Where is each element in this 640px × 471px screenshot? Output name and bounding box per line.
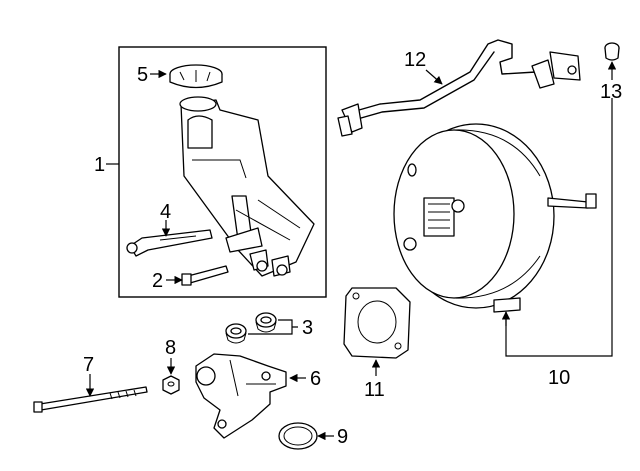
leader-3: [248, 319, 298, 335]
callout-1: 1: [94, 154, 105, 176]
check-valve-grommet: [604, 42, 620, 61]
callout-11: 11: [364, 379, 385, 401]
master-cylinder: [195, 353, 287, 439]
callout-2: 2: [152, 270, 163, 292]
nut: [162, 375, 180, 395]
reservoir-group-box: [118, 46, 327, 298]
booster-gasket: [343, 287, 411, 359]
brake-booster: [393, 123, 597, 313]
long-bolt: [33, 386, 148, 413]
grommets: [225, 312, 277, 344]
vacuum-hose: [337, 39, 581, 137]
callout-4: 4: [160, 201, 171, 223]
callout-5: 5: [137, 64, 148, 86]
callout-9: 9: [337, 426, 348, 448]
callout-13: 13: [600, 81, 622, 103]
callout-12: 12: [404, 49, 426, 71]
callout-3: 3: [302, 317, 313, 339]
reservoir-cap: [169, 64, 223, 89]
callout-8: 8: [165, 337, 176, 359]
leader-10: [505, 98, 613, 357]
callout-10: 10: [548, 367, 570, 389]
reservoir-body: [179, 96, 315, 277]
seal-ring: [278, 422, 318, 450]
callout-7: 7: [83, 354, 94, 376]
reservoir-screw: [181, 265, 229, 286]
leader-12: [425, 69, 443, 85]
level-sensor: [126, 229, 213, 257]
callout-6: 6: [310, 368, 321, 390]
